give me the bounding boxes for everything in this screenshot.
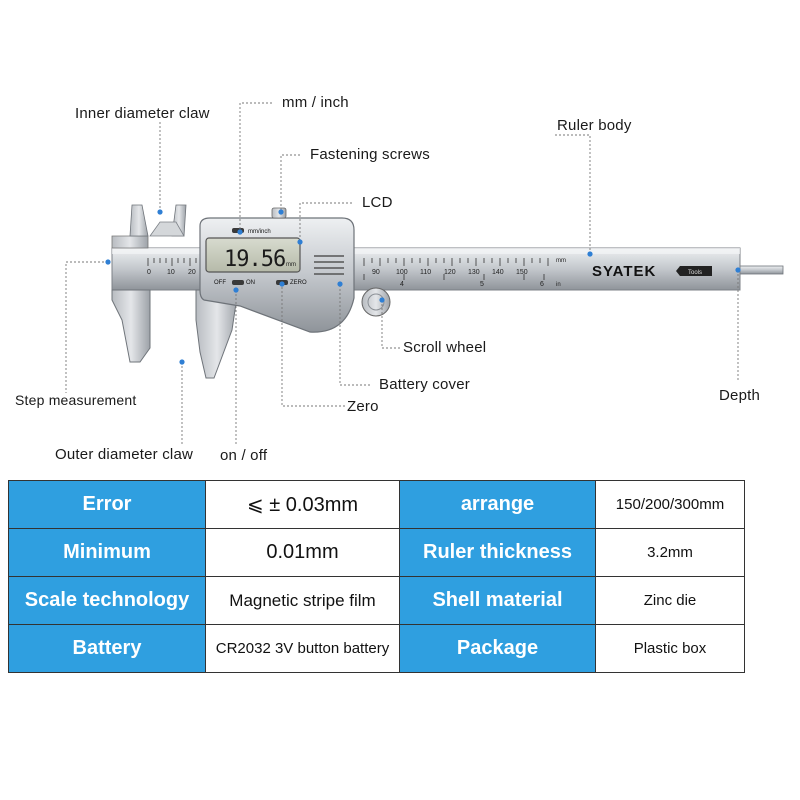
label-battery-cover: Battery cover: [379, 376, 470, 393]
spec-row: Error ⩽ ± 0.03mm arrange 150/200/300mm: [8, 480, 745, 529]
scale-number: 100: [396, 269, 408, 276]
spec-row: Battery CR2032 3V button battery Package…: [8, 624, 745, 673]
scale-number: 110: [420, 269, 431, 276]
spec-row: Scale technology Magnetic stripe film Sh…: [8, 576, 745, 625]
scale-number: 120: [444, 269, 456, 276]
spec-value: Magnetic stripe film: [205, 576, 400, 625]
label-ruler-body: Ruler body: [557, 117, 632, 134]
label-zero: Zero: [347, 398, 379, 415]
spec-key: Shell material: [399, 576, 596, 625]
spec-key: Package: [399, 624, 596, 673]
spec-key: Error: [8, 480, 206, 529]
scale-unit-in: in: [556, 282, 561, 288]
spec-key: Ruler thickness: [399, 528, 596, 577]
scroll-wheel: [361, 287, 391, 317]
scale-number: 90: [372, 269, 380, 276]
spec-value: Plastic box: [595, 624, 745, 673]
scale-number: 150: [516, 269, 528, 276]
spec-value: CR2032 3V button battery: [205, 624, 400, 673]
mm-inch-label: mm/inch: [248, 229, 271, 235]
btn-zero-label: ZERO: [290, 280, 307, 286]
btn-on-label: ON: [246, 280, 255, 286]
label-outer-diameter-claw: Outer diameter claw: [55, 446, 194, 463]
spec-value: 150/200/300mm: [595, 480, 745, 529]
spec-key: Minimum: [8, 528, 206, 577]
depth-rod: [734, 265, 784, 275]
spec-value: 3.2mm: [595, 528, 745, 577]
scale-number: 0: [147, 269, 151, 276]
spec-key: Battery: [8, 624, 206, 673]
label-on-off: on / off: [220, 447, 268, 464]
scale-number: 130: [468, 269, 480, 276]
off-on-button: [232, 280, 244, 285]
brand-logo: SYATEK: [592, 263, 656, 280]
label-step-measurement: Step measurement: [15, 392, 137, 408]
fixed-jaw: [111, 235, 149, 249]
label-lcd: LCD: [362, 194, 393, 211]
speaker-grille: [314, 255, 344, 275]
scale-number: 10: [167, 269, 175, 276]
scale-number: 140: [492, 269, 504, 276]
spec-value: ⩽ ± 0.03mm: [205, 480, 400, 529]
scale-number: 20: [188, 269, 196, 276]
label-mm-inch: mm / inch: [282, 94, 349, 111]
lcd-readout: 19.56: [224, 247, 285, 272]
label-fastening-screws: Fastening screws: [310, 146, 430, 163]
label-inner-diameter-claw: Inner diameter claw: [75, 105, 210, 122]
btn-off-label: OFF: [214, 280, 226, 286]
spec-key: Scale technology: [8, 576, 206, 625]
scale-ticks-left: [147, 258, 197, 266]
inch-number: 6: [540, 281, 544, 288]
spec-value: 0.01mm: [205, 528, 400, 577]
spec-table: Error ⩽ ± 0.03mm arrange 150/200/300mm M…: [8, 480, 745, 673]
label-depth: Depth: [719, 387, 761, 404]
brand-tools: Tools: [688, 270, 702, 276]
spec-key: arrange: [399, 480, 596, 529]
inch-number: 5: [480, 281, 484, 288]
scale-ticks-right: [363, 258, 549, 280]
spec-value: Zinc die: [595, 576, 745, 625]
spec-row: Minimum 0.01mm Ruler thickness 3.2mm: [8, 528, 745, 577]
lcd-window: [205, 237, 301, 273]
scale-unit-mm: mm: [556, 258, 566, 264]
caliper-diagram: 0 10 20 90 100 110 120 130 140 150 mm in…: [15, 94, 784, 464]
lcd-unit: mm: [286, 262, 296, 268]
inch-number: 4: [400, 281, 404, 288]
label-scroll-wheel: Scroll wheel: [403, 339, 487, 356]
caliper-illustration: 0 10 20 90 100 110 120 130 140 150 mm in…: [65, 102, 784, 445]
